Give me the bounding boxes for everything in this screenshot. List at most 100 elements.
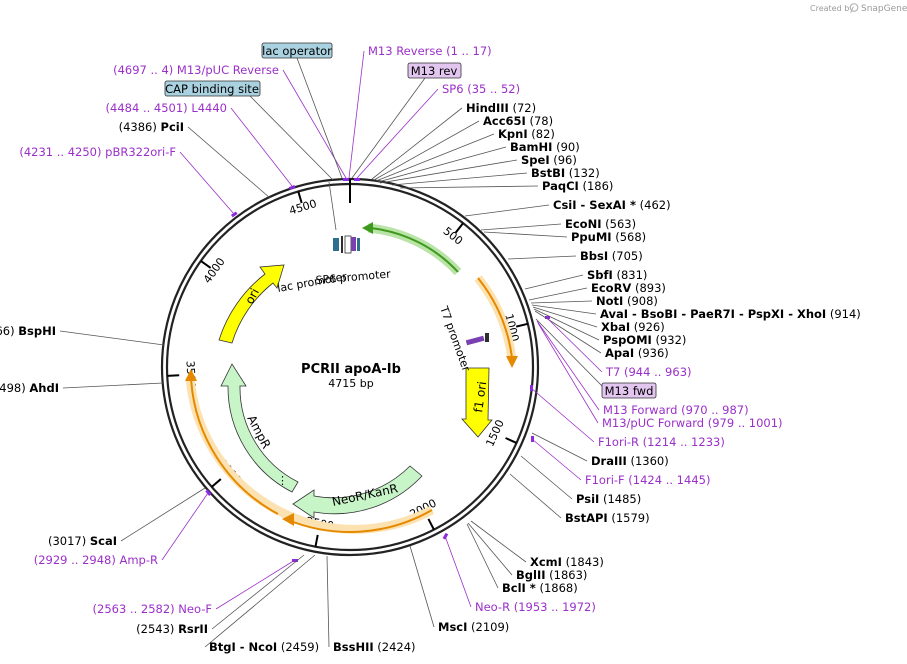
leader-line: [373, 120, 480, 181]
primer-label: (2929 .. 2948) Amp-R: [34, 553, 158, 567]
primer-label: T7 (944 .. 963): [605, 365, 692, 379]
site-label: EcoRV (893): [591, 281, 666, 295]
site-label-group: NotI (908): [596, 294, 658, 308]
site-label: EcoNI (563): [565, 217, 636, 231]
m13-rev-box-label: M13 rev: [411, 64, 458, 78]
site-label: NotI (908): [596, 294, 658, 308]
leader-line: [534, 310, 602, 354]
m13-fwd-box-label: M13 fwd: [605, 384, 654, 398]
site-label: PpuMI (568): [571, 230, 646, 244]
enzyme-name: Acc65I: [483, 114, 526, 128]
leader-line: [120, 487, 206, 542]
site-label: BbsI (705): [580, 249, 643, 263]
enzyme-name: PspOMI: [603, 333, 652, 347]
cap-binding-site-box-label: CAP binding site: [165, 82, 259, 96]
ruler-tick-label: 4000: [201, 255, 228, 285]
ampr-promoter-arrowhead-1: [282, 513, 294, 526]
primer-label: SP6 (35 .. 52): [442, 82, 520, 96]
enzyme-name: KpnI: [498, 127, 528, 141]
primer-marker-l4440: [288, 185, 296, 190]
enzyme-name: PciI: [161, 120, 184, 134]
site-label-group: MscI (2109): [438, 620, 509, 634]
ampr-promoter-arc-2: [190, 377, 279, 515]
site-label: XbaI (926): [601, 320, 665, 334]
ampr-promoter-arrowhead-2: [185, 369, 197, 381]
leader-line: [187, 126, 271, 199]
enzyme-name: BssHII: [333, 640, 374, 654]
enzyme-name: NotI: [596, 294, 623, 308]
site-label: MscI (2109): [438, 620, 509, 634]
site-position: (462): [636, 198, 671, 212]
site-position: (568): [612, 230, 647, 244]
snapgene-logo-icon: [849, 3, 859, 12]
site-label-group: BstAPI (1579): [565, 511, 650, 525]
leader-line: [528, 287, 588, 301]
site-label: BstAPI (1579): [565, 511, 650, 525]
site-label-group: PspOMI (932): [603, 333, 686, 347]
site-label-group: (3017) ScaI: [48, 534, 117, 548]
primer-label: (4697 .. 4) M13/pUC Reverse: [113, 63, 279, 77]
primer-label: M13 Reverse (1 .. 17): [368, 44, 492, 58]
site-label-group: (4386) PciI: [119, 120, 184, 134]
enzyme-name: HindIII: [466, 101, 509, 115]
site-label-group: BstBI (132): [531, 166, 600, 180]
lac-operator-glyph-leader: [328, 181, 337, 231]
leader-line: [509, 473, 562, 519]
primer-leader-line: [444, 535, 472, 608]
site-position: (936): [634, 346, 669, 360]
leader-line: [399, 185, 539, 189]
enzyme-name: CsiI - SexAI *: [553, 198, 636, 212]
site-label-group: XbaI (926): [601, 320, 665, 334]
site-label: ApaI (936): [605, 346, 669, 360]
leader-line: [464, 204, 550, 217]
site-label-group: XcmI (1843): [530, 555, 604, 569]
primer-leader-line: [348, 50, 365, 179]
t7-end-glyph: [485, 333, 489, 342]
site-label-group: BssHII (2424): [333, 640, 416, 654]
ampr-dots: ⋮: [277, 474, 288, 487]
leader-line: [533, 308, 600, 341]
lac-promoter-box: [344, 235, 352, 254]
cap-binding-site-box: [164, 80, 261, 97]
leader-line: [204, 554, 316, 648]
site-label-group: KpnI (82): [498, 127, 555, 141]
site-label: XcmI (1843): [530, 555, 604, 569]
t7-glyph: [465, 335, 485, 346]
t7-promoter-label: T7 promoter: [437, 304, 473, 374]
leader-line: [507, 255, 577, 260]
sp6-glyph: [357, 238, 360, 251]
leader-line: [466, 523, 499, 589]
leader-line: [470, 520, 527, 563]
leader-line: [379, 159, 518, 184]
site-label: PsiI (1485): [576, 492, 641, 506]
site-label: PaqCI (186): [542, 179, 613, 193]
site-label-group: EcoNI (563): [565, 217, 636, 231]
site-label-group: (2543) RsrII: [136, 622, 208, 636]
leader-line: [391, 172, 528, 186]
primer-label: F1ori-F (1424 .. 1445): [585, 473, 710, 487]
leader-line: [520, 455, 573, 500]
site-label: (3666) BspHI: [0, 324, 56, 338]
site-position: (3498): [0, 381, 29, 395]
site-label-group: BglII (1863): [516, 568, 587, 582]
site-label-group: Acc65I (78): [483, 114, 553, 128]
site-label: Acc65I (78): [483, 114, 553, 128]
ruler-tick-mark: [427, 518, 435, 531]
plasmid-length: 4715 bp: [328, 377, 373, 390]
enzyme-name: ApaI: [605, 346, 634, 360]
site-label: (2543) RsrII: [136, 622, 208, 636]
site-label-group: (3498) AhdI: [0, 381, 59, 395]
site-label: BglII (1863): [516, 568, 587, 582]
site-label: BssHII (2424): [333, 640, 416, 654]
leader-line: [211, 554, 305, 630]
primer-leader-line: [215, 559, 296, 610]
leader-line: [62, 382, 164, 389]
site-position: (893): [631, 281, 666, 295]
site-position: (705): [608, 249, 643, 263]
sp6-promoter-arc: [369, 227, 459, 273]
primer-label: F1ori-R (1214 .. 1233): [598, 435, 725, 449]
site-label-group: DraIII (1360): [591, 454, 669, 468]
primer-label: (2563 .. 2582) Neo-F: [93, 602, 212, 616]
site-position: (96): [550, 153, 577, 167]
